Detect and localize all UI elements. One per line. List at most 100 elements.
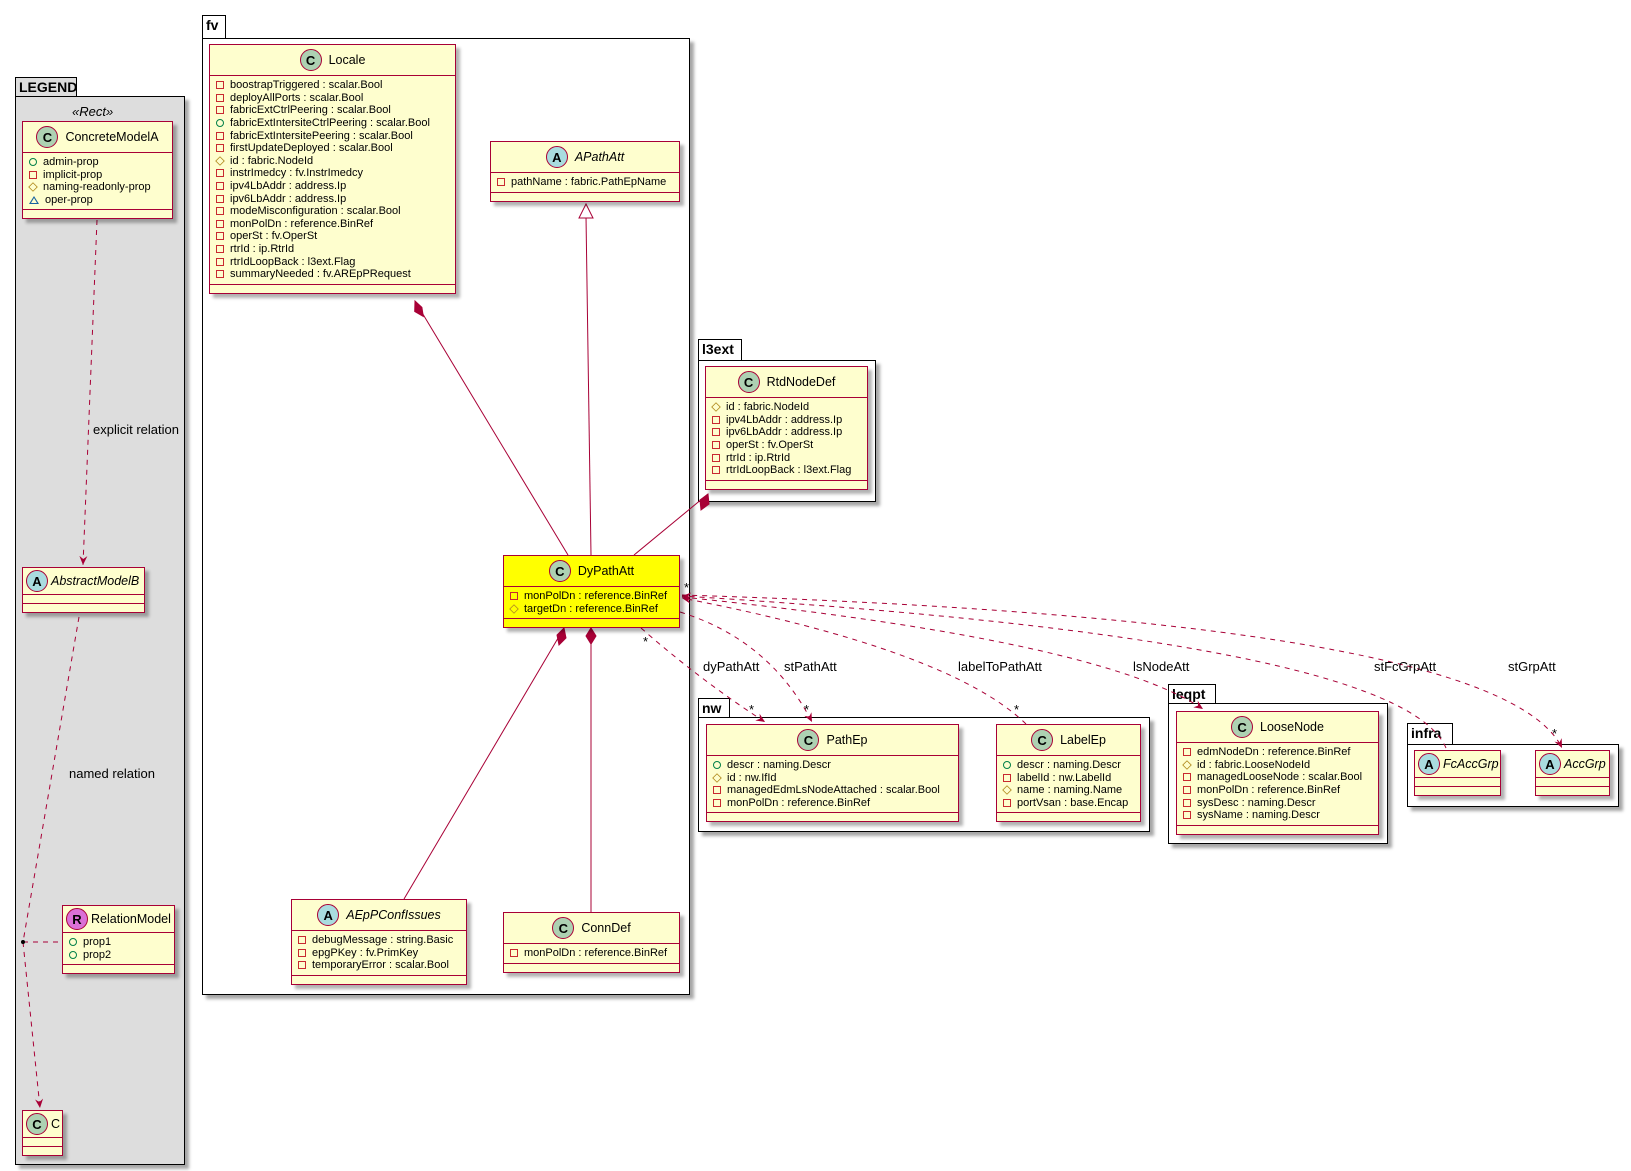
private-icon	[1003, 799, 1011, 808]
private-icon	[510, 949, 518, 958]
private-icon	[216, 194, 224, 203]
attribute-text: modeMisconfiguration : scalar.Bool	[230, 205, 401, 218]
attribute-text: monPolDn : reference.BinRef	[524, 590, 668, 603]
class-attributes	[23, 595, 144, 604]
abstract-badge-icon: A	[1418, 753, 1440, 775]
label-labeltopathatt: labelToPathAtt	[958, 659, 1042, 674]
attribute-text: deployAllPorts : scalar.Bool	[230, 91, 364, 104]
package-tab-infra: infra	[1407, 723, 1453, 745]
private-icon	[216, 245, 224, 254]
attribute: rtrId : ip.RtrId	[712, 451, 862, 464]
protected-icon	[509, 604, 519, 614]
attribute: temporaryError : scalar.Bool	[298, 959, 461, 972]
multiplicity-dypathatt-right: *	[684, 580, 690, 595]
private-icon	[298, 936, 306, 945]
attribute: deployAllPorts : scalar.Bool	[216, 92, 450, 105]
attribute-text: id : fabric.NodeId	[230, 154, 314, 167]
attribute-text: managedLooseNode : scalar.Bool	[1197, 771, 1363, 784]
attribute: firstUpdateDeployed : scalar.Bool	[216, 142, 450, 155]
private-icon	[712, 441, 720, 450]
private-icon	[216, 106, 224, 115]
public-icon	[69, 938, 77, 947]
attribute-text: naming-readonly-prop	[43, 181, 151, 194]
class-methods	[23, 210, 172, 218]
abstract-badge-icon: A	[317, 904, 340, 926]
attribute-text: ipv4LbAddr : address.Ip	[726, 413, 843, 426]
package-icon	[29, 196, 39, 205]
attribute-text: ipv4LbAddr : address.Ip	[230, 180, 347, 193]
attribute-text: sysName : naming.Descr	[1197, 809, 1320, 822]
class-methods	[210, 285, 455, 293]
attribute: descr : naming.Descr	[713, 759, 953, 772]
attribute: ipv4LbAddr : address.Ip	[216, 180, 450, 193]
private-icon	[1183, 811, 1191, 820]
package-tab-l3ext: l3ext	[698, 339, 742, 361]
attribute: fabricExtCtrlPeering : scalar.Bool	[216, 104, 450, 117]
private-icon	[1183, 748, 1191, 757]
attribute-text: descr : naming.Descr	[727, 759, 831, 772]
attribute-text: instrImedcy : fv.InstrImedcy	[230, 167, 364, 180]
attribute: sysDesc : naming.Descr	[1183, 796, 1373, 809]
private-icon	[216, 131, 224, 140]
abstract-badge-icon: A	[26, 570, 48, 592]
class-name: AbstractModelB	[51, 574, 140, 588]
edge-stfcgrpatt	[681, 592, 1447, 749]
attribute-text: id : fabric.LooseNodeId	[1197, 758, 1311, 771]
edge-apathatt-dypathatt	[585, 215, 592, 556]
private-icon	[216, 169, 224, 178]
composition-diamond-locale	[414, 299, 424, 318]
class-methods	[1177, 826, 1378, 834]
class-attributes	[23, 1138, 62, 1147]
attribute: monPolDn : reference.BinRef	[1183, 784, 1373, 797]
class-methods	[1536, 787, 1609, 795]
attribute-text: rtrIdLoopBack : l3ext.Flag	[230, 255, 356, 268]
edge-stgrpatt	[681, 594, 1563, 749]
class-methods	[706, 481, 867, 489]
attribute: monPolDn : reference.BinRef	[713, 797, 953, 810]
attribute: name : naming.Name	[1002, 784, 1135, 797]
private-icon	[29, 170, 37, 179]
label-lsnodeatt: lsNodeAtt	[1133, 659, 1190, 674]
edge-dypathatt-aepconfissues	[403, 627, 565, 900]
attribute-text: debugMessage : string.Basic	[312, 934, 454, 947]
attribute: descr : naming.Descr	[1003, 759, 1135, 772]
private-icon	[712, 415, 720, 424]
multiplicity-pathep-dy: *	[749, 702, 755, 717]
attribute: id : fabric.LooseNodeId	[1182, 758, 1373, 772]
attribute: id : fabric.NodeId	[215, 154, 450, 168]
label-stfcgrpatt: stFcGrpAtt	[1374, 659, 1437, 674]
label-stpathatt: stPathAtt	[784, 659, 837, 674]
class-badge-icon: C	[36, 126, 59, 148]
edge-dypathatt	[640, 627, 766, 723]
public-icon	[713, 761, 721, 770]
class-name: PathEp	[826, 733, 868, 747]
label-stgrpatt: stGrpAtt	[1508, 659, 1556, 674]
attribute-text: prop1	[83, 936, 112, 949]
attribute-text: edmNodeDn : reference.BinRef	[1197, 746, 1351, 759]
class-name: LabelEp	[1060, 733, 1106, 747]
package-tab-legend: LEGEND	[15, 77, 77, 97]
private-icon	[216, 93, 224, 102]
private-icon	[510, 592, 518, 601]
